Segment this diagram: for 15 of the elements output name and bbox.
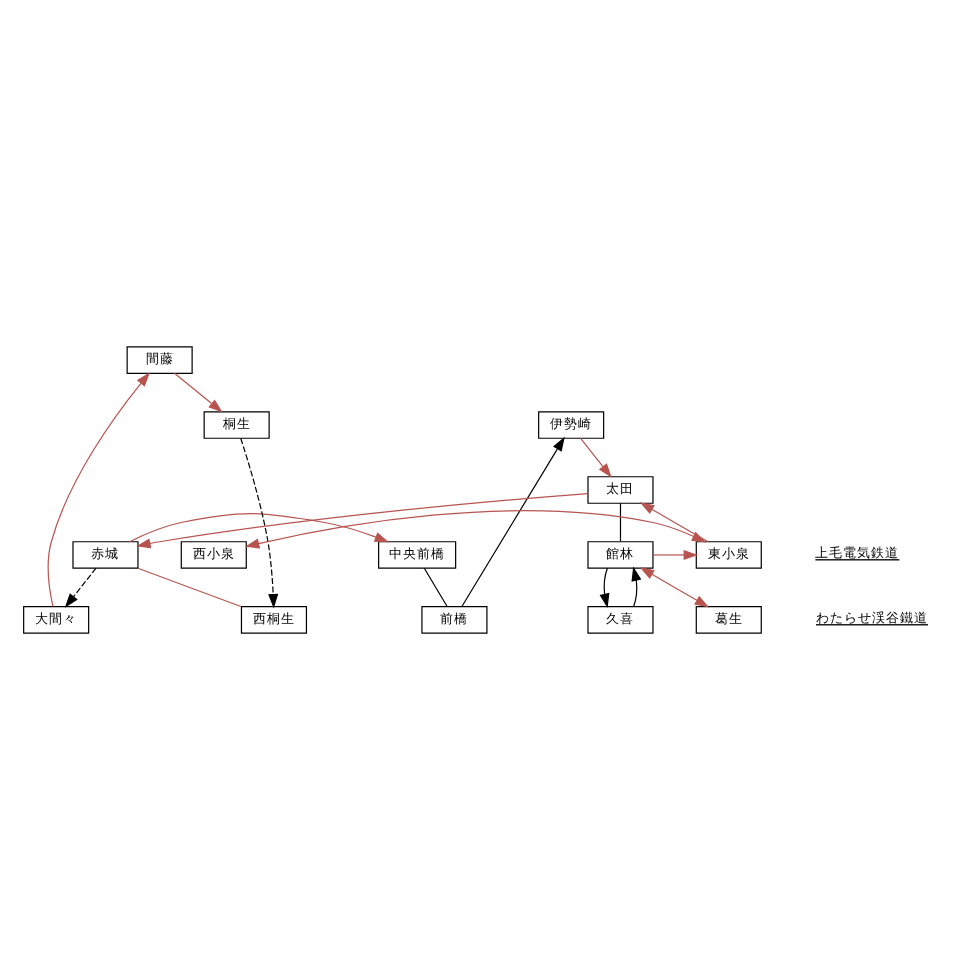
connector (137, 566, 242, 607)
connector (619, 501, 622, 541)
arrow (47, 371, 150, 607)
arrow (136, 491, 589, 548)
arrow (173, 371, 223, 412)
arrow (652, 548, 699, 560)
arrow (599, 566, 610, 608)
arrow (639, 566, 710, 607)
arrow (129, 512, 390, 542)
arrow (64, 566, 97, 607)
arrow (580, 436, 612, 477)
arrow (240, 436, 279, 608)
connector (423, 566, 448, 606)
arrow (461, 435, 565, 607)
arrow (631, 565, 642, 606)
